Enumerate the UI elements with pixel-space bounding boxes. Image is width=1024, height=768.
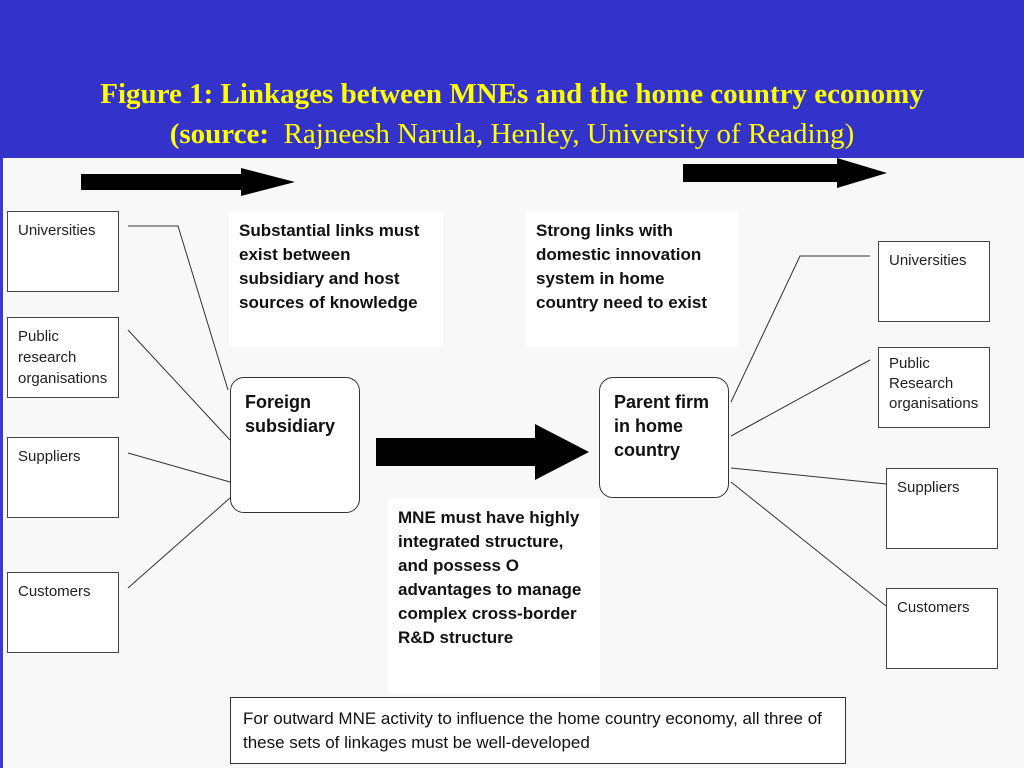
arrow-subsidiary-to-parent xyxy=(376,424,589,480)
left-suppliers-box: Suppliers xyxy=(7,437,119,518)
diagram-canvas: Universities Public research organisatio… xyxy=(3,158,1024,768)
arrow-top-left xyxy=(81,168,295,196)
slide-header: Figure 1: Linkages between MNEs and the … xyxy=(0,0,1024,158)
left-suppliers-label: Suppliers xyxy=(18,448,81,465)
parent-firm-label: Parent firm in home country xyxy=(614,392,710,460)
right-suppliers-box: Suppliers xyxy=(886,468,998,549)
right-universities-box: Universities xyxy=(878,241,990,322)
home-links-text: Strong links with domestic innovation sy… xyxy=(536,221,707,312)
right-customers-label: Customers xyxy=(897,599,970,616)
connector-right-suppliers xyxy=(730,467,887,485)
figure-source: (source: Rajneesh Narula, Henley, Univer… xyxy=(0,118,1024,151)
connector-right-public-research xyxy=(730,359,871,437)
figure-title: Figure 1: Linkages between MNEs and the … xyxy=(100,78,924,110)
arrow-top-right xyxy=(683,158,887,188)
left-universities-box: Universities xyxy=(7,211,119,292)
right-suppliers-label: Suppliers xyxy=(897,479,960,496)
right-public-research-label: Public Research organisations xyxy=(889,355,979,412)
connector-right-customers xyxy=(730,481,887,607)
footer-note-box: For outward MNE activity to influence th… xyxy=(230,697,846,764)
connector-left-suppliers xyxy=(127,452,231,483)
source-text: Rajneesh Narula, Henley, University of R… xyxy=(283,118,855,150)
foreign-subsidiary-label: Foreign subsidiary xyxy=(245,392,336,436)
parent-firm-box: Parent firm in home country xyxy=(599,377,729,498)
left-public-research-label: Public research organisations xyxy=(18,328,108,387)
right-universities-label: Universities xyxy=(889,252,967,269)
left-customers-label: Customers xyxy=(18,583,91,600)
home-links-note: Strong links with domestic innovation sy… xyxy=(526,211,738,347)
left-customers-box: Customers xyxy=(7,572,119,653)
connector-left-public-research xyxy=(127,329,231,441)
footer-note-text: For outward MNE activity to influence th… xyxy=(243,709,822,752)
host-links-note: Substantial links must exist between sub… xyxy=(229,211,443,347)
left-universities-label: Universities xyxy=(18,222,96,239)
connector-left-universities xyxy=(128,225,229,391)
foreign-subsidiary-box: Foreign subsidiary xyxy=(230,377,360,513)
mne-structure-text: MNE must have highly integrated structur… xyxy=(398,508,582,647)
connector-layer xyxy=(81,158,887,607)
source-label: (source: xyxy=(169,118,270,150)
right-public-research-box: Public Research organisations xyxy=(878,347,990,428)
left-public-research-box: Public research organisations xyxy=(7,317,119,398)
mne-structure-note: MNE must have highly integrated structur… xyxy=(388,498,600,694)
host-links-text: Substantial links must exist between sub… xyxy=(239,221,420,312)
right-customers-box: Customers xyxy=(886,588,998,669)
connector-right-universities xyxy=(730,255,870,403)
connector-left-customers xyxy=(127,497,231,589)
